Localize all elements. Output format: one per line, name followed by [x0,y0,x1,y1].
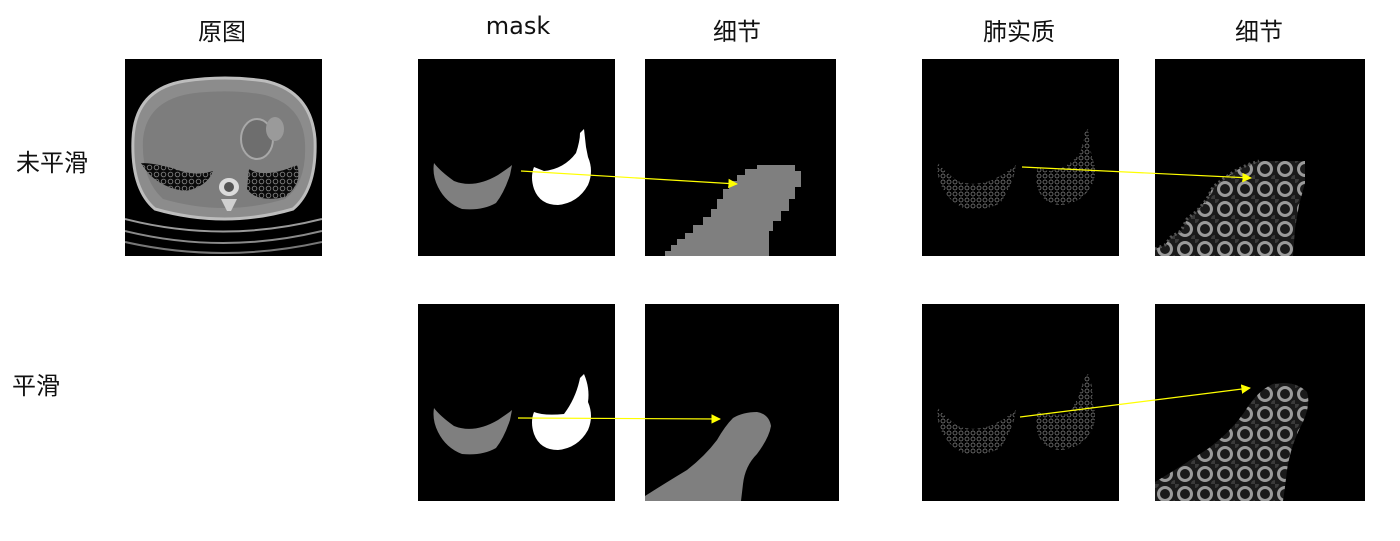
ct-original-image [125,59,322,256]
parenchyma-unsmoothed-image [922,59,1119,256]
mask-smoothed-image [418,304,615,501]
header-detail-parenchyma: 细节 [1235,18,1283,46]
mask-unsmoothed-image [418,59,615,256]
parenchyma-smoothed-image [922,304,1119,501]
row-label-unsmoothed: 未平滑 [16,149,88,177]
left-lung-mask [433,163,512,210]
header-parenchyma: 肺实质 [983,18,1055,46]
mask-unsmoothed-detail-image [645,59,836,256]
header-original: 原图 [198,18,246,46]
smooth-edge-region [645,412,771,501]
right-lung-mask [532,129,591,205]
parenchyma-unsmoothed-detail-image [1155,59,1365,256]
header-detail-mask: 细节 [713,18,761,46]
mask-smoothed-detail-image [645,304,839,501]
row-label-smoothed: 平滑 [12,372,60,400]
parenchyma-smoothed-detail-image [1155,304,1365,501]
header-mask: mask [485,12,551,40]
jagged-edge-region [665,165,801,256]
